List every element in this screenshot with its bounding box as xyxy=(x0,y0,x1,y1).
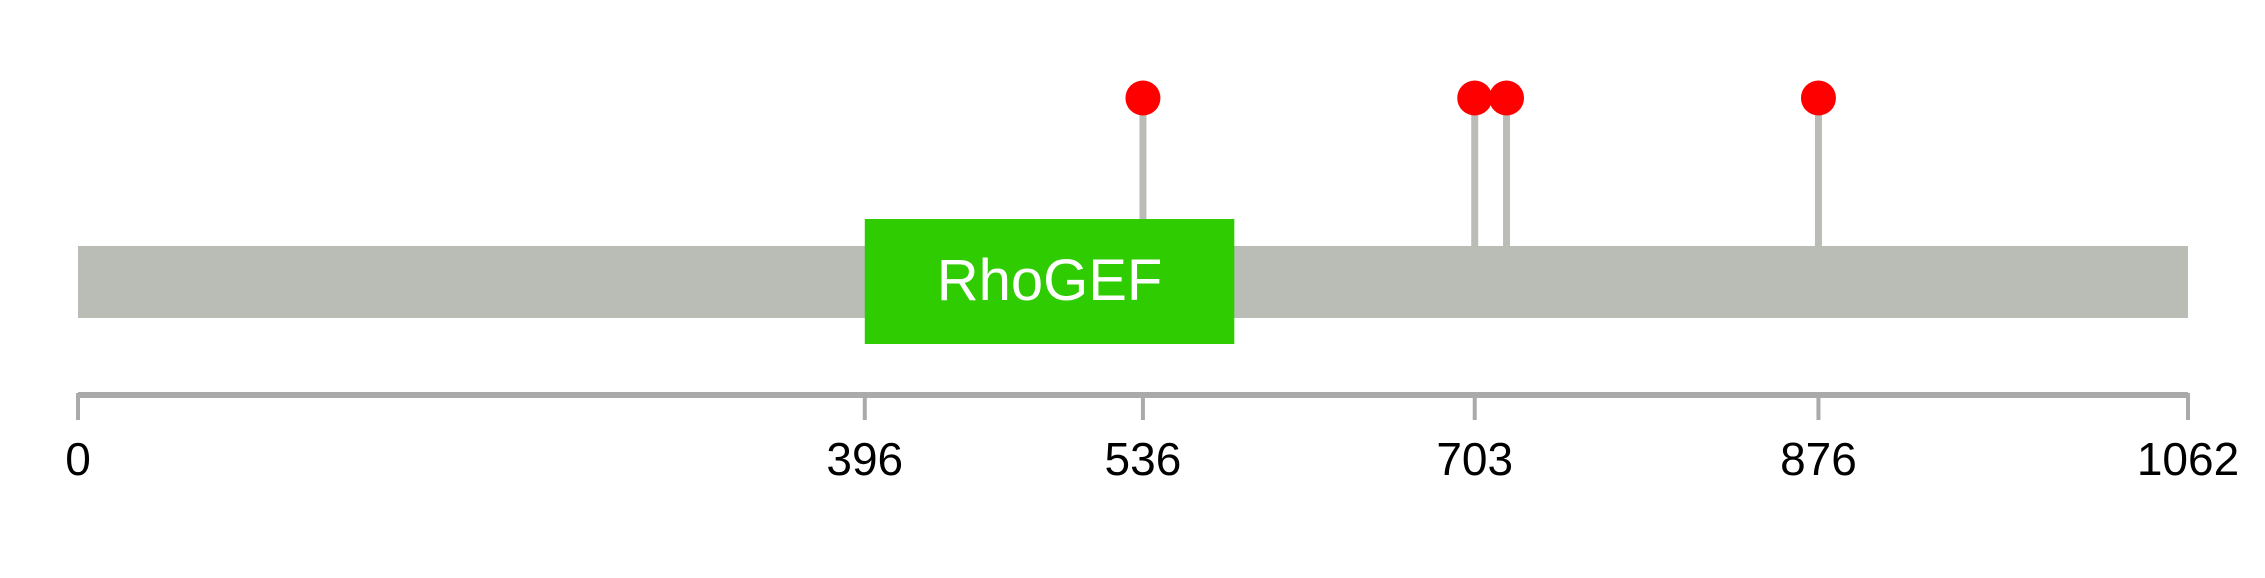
x-axis: 0 396 536 703 876 1062 xyxy=(65,392,2239,485)
tick-label: 1062 xyxy=(2137,433,2239,485)
domain-box xyxy=(864,219,1235,344)
domain-label: RhoGEF xyxy=(937,248,1163,313)
tick-label: 876 xyxy=(1780,433,1857,485)
mutation-head xyxy=(1125,80,1161,116)
tick-label: 536 xyxy=(1105,433,1182,485)
tick-label: 0 xyxy=(65,433,91,485)
mutation-head xyxy=(1457,80,1493,116)
mutation-head xyxy=(1800,80,1836,116)
domains: RhoGEF xyxy=(864,219,1235,344)
mutation-head xyxy=(1489,80,1525,116)
tick-label: 396 xyxy=(826,433,903,485)
mutation-heads xyxy=(1125,80,1836,116)
tick-label: 703 xyxy=(1436,433,1513,485)
mutation-stems xyxy=(1139,98,1822,246)
